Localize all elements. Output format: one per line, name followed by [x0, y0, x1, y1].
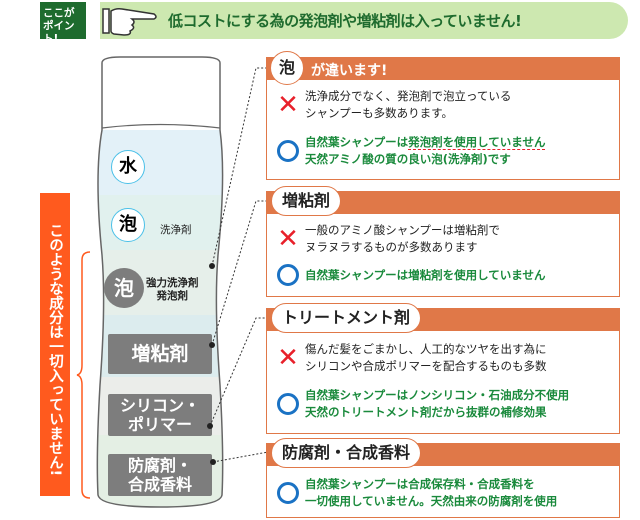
box-tab: 泡 [270, 51, 304, 85]
bad-text: 洗浄成分でなく、発泡剤で泡立っている [305, 89, 512, 103]
cross-icon: ✕ [277, 90, 299, 120]
foam-badge: 泡 [111, 208, 145, 242]
bad-text: ヌラヌラするものが多数あります [305, 240, 478, 254]
bad-text: 一般のアミノ酸シャンプーは増粘剤で [305, 223, 500, 237]
cross-icon: ✕ [277, 343, 299, 373]
brace-icon [76, 251, 91, 499]
box-header-text: が違います! [311, 63, 388, 79]
foam-info-box: 泡 が違います! ✕ 洗浄成分でなく、発泡剤で泡立っているシャンプーも多数あります… [266, 51, 620, 180]
headline-banner [100, 2, 628, 39]
preservative-info-box: 防腐剤・合成香料 自然葉シャンプーは合成保存料・合成香料を一切使用していません。… [266, 438, 620, 518]
silicone-label1: シリコン・ [119, 396, 200, 415]
circle-icon [277, 393, 299, 415]
point-badge: ここがポイント! [40, 2, 86, 45]
foam-bad-badge: 泡 [104, 268, 144, 308]
pointing-hand-icon [102, 8, 157, 36]
good-text: 自然葉シャンプーは増粘剤を使用していません [305, 267, 546, 282]
bad-text: シャンプーも多数あります。 [305, 106, 454, 120]
good-text: 天然のトリートメント剤だから抜群の補修効果 [305, 405, 547, 419]
circle-icon [277, 140, 299, 162]
side-label: このような成分は一切入っていません! [40, 193, 70, 496]
treatment-info-box: トリートメント剤 ✕ 傷んだ髪をごまかし、人工的なツヤを出す為にシリコンや合成ポリ… [266, 303, 620, 434]
foam-label: 洗浄剤 [160, 224, 192, 236]
foam-bad-label2: 発泡剤 [156, 290, 189, 302]
bad-text: シリコンや合成ポリマーを配合するものも多数 [305, 359, 547, 373]
preservative-label1: 防腐剤・ [127, 456, 192, 475]
badge-line2: ポイント! [43, 20, 75, 45]
water-badge: 水 [111, 150, 145, 184]
thickener-label: 増粘剤 [108, 334, 212, 374]
good-text-highlight: 発泡剤を使用していません [408, 135, 546, 150]
box-tab: 防腐剤・合成香料 [271, 438, 422, 468]
box-tab: トリートメント剤 [271, 303, 422, 333]
thickener-info-box: 増粘剤 ✕ 一般のアミノ酸シャンプーは増粘剤でヌラヌラするものが多数あります 自然… [266, 186, 620, 297]
silicone-label2: ポリマー [127, 415, 192, 434]
cross-icon: ✕ [277, 224, 299, 254]
bad-text: 傷んだ髪をごまかし、人工的なツヤを出す為に [305, 342, 547, 356]
good-text: 天然アミノ酸の質の良い泡(洗浄剤)です [305, 152, 511, 166]
headline-text: 低コストにする為の発泡剤や増粘剤は入っていません! [168, 12, 522, 30]
good-text: 一切使用していません。天然由来の防腐剤を使用 [305, 494, 558, 508]
preservative-label2: 合成香料 [127, 475, 192, 494]
circle-icon [277, 482, 299, 504]
good-text: 自然葉シャンプーは合成保存料・合成香料を [305, 477, 535, 491]
circle-icon [277, 264, 299, 286]
good-text: 自然葉シャンプーはノンシリコン・石油成分不使用 [305, 388, 570, 402]
good-text: 自然葉シャンプーは [305, 135, 409, 149]
box-header [267, 192, 619, 214]
badge-line1: ここが [43, 7, 75, 19]
box-tab: 増粘剤 [271, 186, 342, 216]
foam-bad-label1: 強力洗浄剤 [146, 277, 199, 289]
box-header [267, 58, 619, 80]
